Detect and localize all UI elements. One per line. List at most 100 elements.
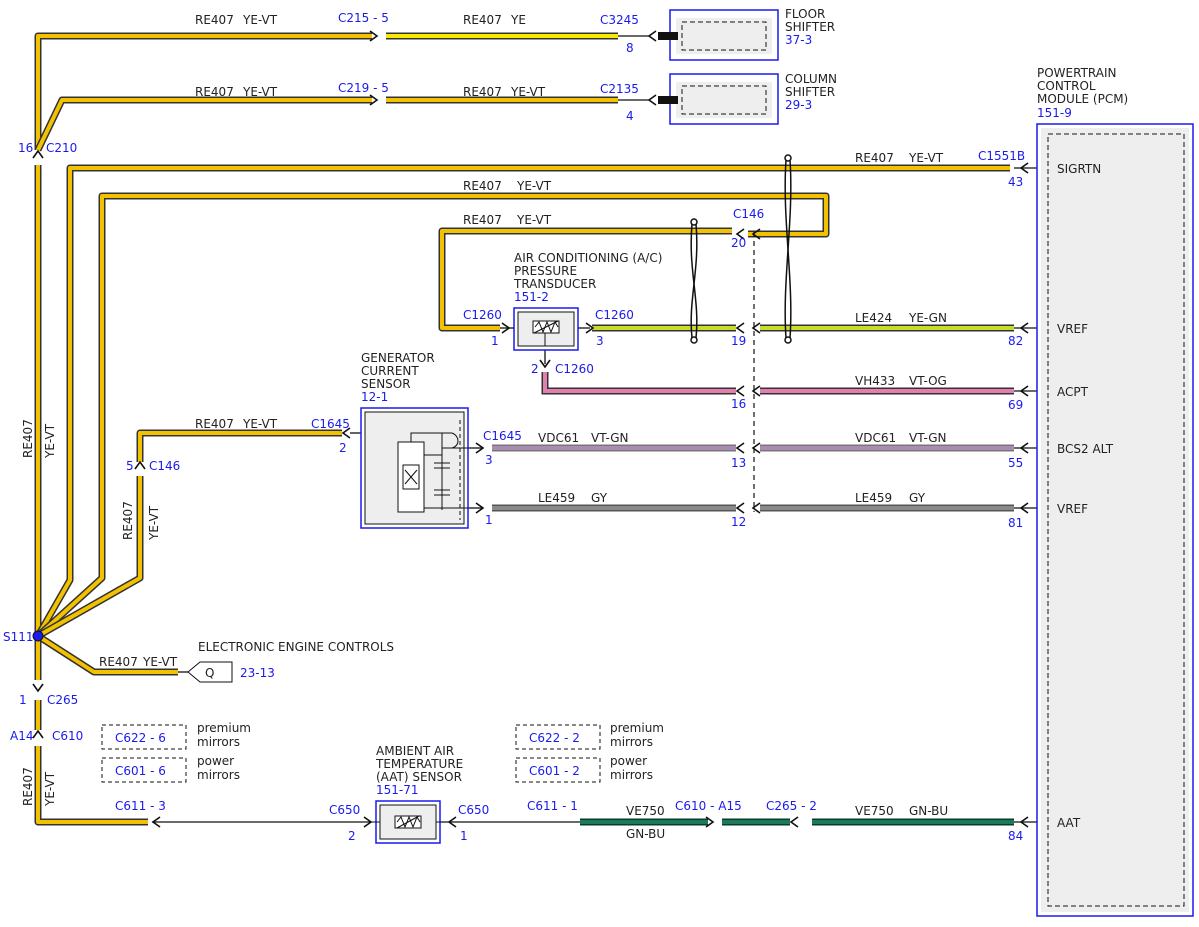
wire-label-vt-gn: VT-GN [591,431,628,445]
c146-pin-19: 19 [731,334,746,348]
eec-flag [187,661,233,683]
wire-label-vt-gn: VT-GN [909,431,946,445]
pcm-name-1: POWERTRAIN [1037,66,1117,80]
wire-label-le459: LE459 [538,491,575,505]
wire-label-re407: RE407 [195,417,234,431]
wire-label-le424: LE424 [855,311,892,325]
pcm-signal-acpt: ACPT [1057,385,1089,399]
option-note-mirrors: mirrors [610,768,653,782]
pcm-ref: 151-9 [1037,106,1072,120]
wire-label-ye-vt: YE-VT [242,417,278,431]
option-note-premium: premium [197,721,251,735]
option-c601-2: C601 - 2 [529,764,580,778]
wire-label-ye-vt: YE-VT [242,13,278,27]
ac-connector-right: C1260 [595,308,634,322]
pcm-pin-69: 69 [1008,398,1023,412]
wire-label-vt-og: VT-OG [909,374,947,388]
option-boxes [101,724,601,783]
gen-connector-right: C1645 [483,429,522,443]
option-c622-6: C622 - 6 [115,731,166,745]
c611-3-label: C611 - 3 [115,799,166,813]
wire-label-re407: RE407 [463,179,502,193]
wire-label-re407: RE407 [855,151,894,165]
thin-wires [152,35,1046,823]
c146-top-pin: 20 [731,236,746,250]
wire-label-ye-vt-vertical: YE-VT [147,505,161,541]
c265-2-label: C265 - 2 [766,799,817,813]
column-shifter-ref: 29-3 [785,98,812,112]
option-note-premium: premium [610,721,664,735]
option-note-mirrors: mirrors [610,735,653,749]
ac-pin-3: 3 [596,334,604,348]
wire-label-re407: RE407 [99,655,138,669]
option-note-power: power [610,754,647,768]
wire-label-re407: RE407 [195,13,234,27]
pcm-pin-81: 81 [1008,516,1023,530]
wire-harness [34,32,1046,826]
c265-pin: 1 [19,693,27,707]
s111-splice [32,630,44,642]
pcm-name-3: MODULE (PCM) [1037,92,1128,106]
wire-label-ye: YE [510,13,526,27]
wire-label-ye-vt: YE-VT [242,85,278,99]
column-shifter-name-1: COLUMN [785,72,837,86]
wire-label-re407: RE407 [463,85,502,99]
c146-top-label: C146 [733,207,764,221]
gen-pin-2: 2 [339,441,347,455]
wire-label-ye-vt: YE-VT [908,151,944,165]
floor-shifter-ref: 37-3 [785,33,812,47]
ac-connector-bottom: C1260 [555,362,594,376]
option-note-power: power [197,754,234,768]
pcm-pin-43: 43 [1008,175,1023,189]
option-note-mirrors: mirrors [197,768,240,782]
pcm-signal-aat: AAT [1057,816,1081,830]
aat-name-3: (AAT) SENSOR [376,770,462,784]
pcm-connector: C1551B [978,149,1025,163]
floor-shifter [658,9,779,61]
pcm-pin-82: 82 [1008,334,1023,348]
wire-label-vh433: VH433 [855,374,895,388]
ac-pin-2: 2 [531,362,539,376]
floor-shifter-connector: C3245 [600,13,639,27]
c210-pin: 16 [18,141,33,155]
ac-pin-1: 1 [491,334,499,348]
wire-label-vdc61: VDC61 [538,431,579,445]
pcm-pin-84: 84 [1008,829,1023,843]
c610-a15-label: C610 - A15 [675,799,742,813]
gen-pin-1: 1 [485,513,493,527]
wire-label-vdc61: VDC61 [855,431,896,445]
aat-connector-left: C650 [329,803,360,817]
eec-ref: 23-13 [240,666,275,680]
option-c601-6: C601 - 6 [115,764,166,778]
wire-label-re407-vertical: RE407 [21,419,35,458]
c146-left-pin: 5 [126,459,134,473]
c146-left-label: C146 [149,459,180,473]
wire-label-le459: LE459 [855,491,892,505]
aat-name-2: TEMPERATURE [375,757,463,771]
wire-label-re407: RE407 [463,13,502,27]
wire-label-gy: GY [909,491,926,505]
aat-ref: 151-71 [376,783,419,797]
ac-name-1: AIR CONDITIONING (A/C) [514,251,662,265]
pcm-pin-55: 55 [1008,456,1023,470]
c265-label: C265 [47,693,78,707]
pcm-module [1036,123,1194,917]
c611-1-label: C611 - 1 [527,799,578,813]
gen-pin-3: 3 [485,453,493,467]
pcm-signal-vref: VREF [1057,502,1088,516]
option-c622-2: C622 - 2 [529,731,580,745]
floor-shifter-name-2: SHIFTER [785,20,835,34]
gen-ref: 12-1 [361,390,388,404]
gen-connector-left: C1645 [311,417,350,431]
column-shifter [658,73,779,125]
option-note-mirrors: mirrors [197,735,240,749]
s111-label: S111 [3,630,34,644]
wire-label-gn-bu: GN-BU [909,804,948,818]
c610-pin: A14 [10,729,33,743]
eec-label: ELECTRONIC ENGINE CONTROLS [198,640,394,654]
aat-pin-1: 1 [460,829,468,843]
ac-name-3: TRANSDUCER [513,277,596,291]
c146-pin-13: 13 [731,456,746,470]
aat-connector-right: C650 [458,803,489,817]
wire-label-ve750: VE750 [626,804,665,818]
